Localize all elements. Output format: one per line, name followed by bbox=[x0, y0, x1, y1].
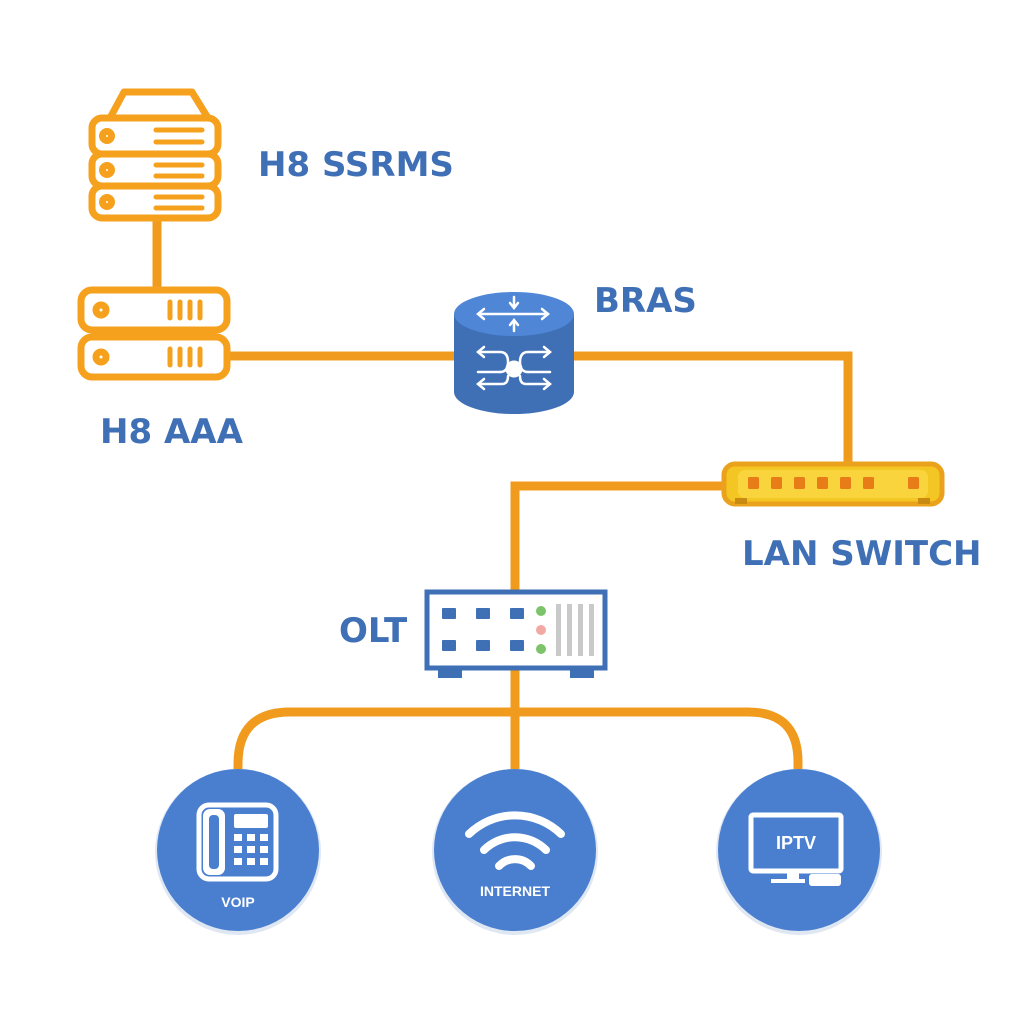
tv-screen-text: IPTV bbox=[776, 833, 816, 853]
aaa-server-icon bbox=[77, 286, 231, 381]
link-bras-switch bbox=[572, 351, 853, 466]
phone-icon bbox=[196, 802, 279, 882]
ssrms-label: H8 SSRMS bbox=[258, 145, 454, 185]
voip-service: VOIP bbox=[155, 769, 321, 935]
lan-switch-icon bbox=[721, 461, 945, 507]
bras-label: BRAS bbox=[594, 281, 697, 321]
link-switch-olt bbox=[510, 481, 730, 592]
link-olt-iptv bbox=[515, 707, 803, 772]
wifi-icon bbox=[465, 811, 565, 870]
aaa-label: H8 AAA bbox=[100, 412, 244, 452]
link-olt-voip bbox=[233, 707, 515, 772]
lan-switch-label: LAN SWITCH bbox=[742, 534, 982, 574]
connection-lines bbox=[152, 218, 853, 772]
iptv-service: IPTV bbox=[716, 769, 882, 935]
olt-device-icon bbox=[424, 589, 608, 678]
internet-service: INTERNET bbox=[432, 769, 598, 935]
internet-label: INTERNET bbox=[480, 883, 550, 899]
ssrms-server-stack-icon bbox=[88, 88, 222, 222]
tv-icon: IPTV bbox=[748, 812, 844, 886]
bras-router-icon bbox=[454, 292, 574, 414]
olt-label: OLT bbox=[339, 611, 408, 651]
voip-label: VOIP bbox=[221, 894, 254, 910]
